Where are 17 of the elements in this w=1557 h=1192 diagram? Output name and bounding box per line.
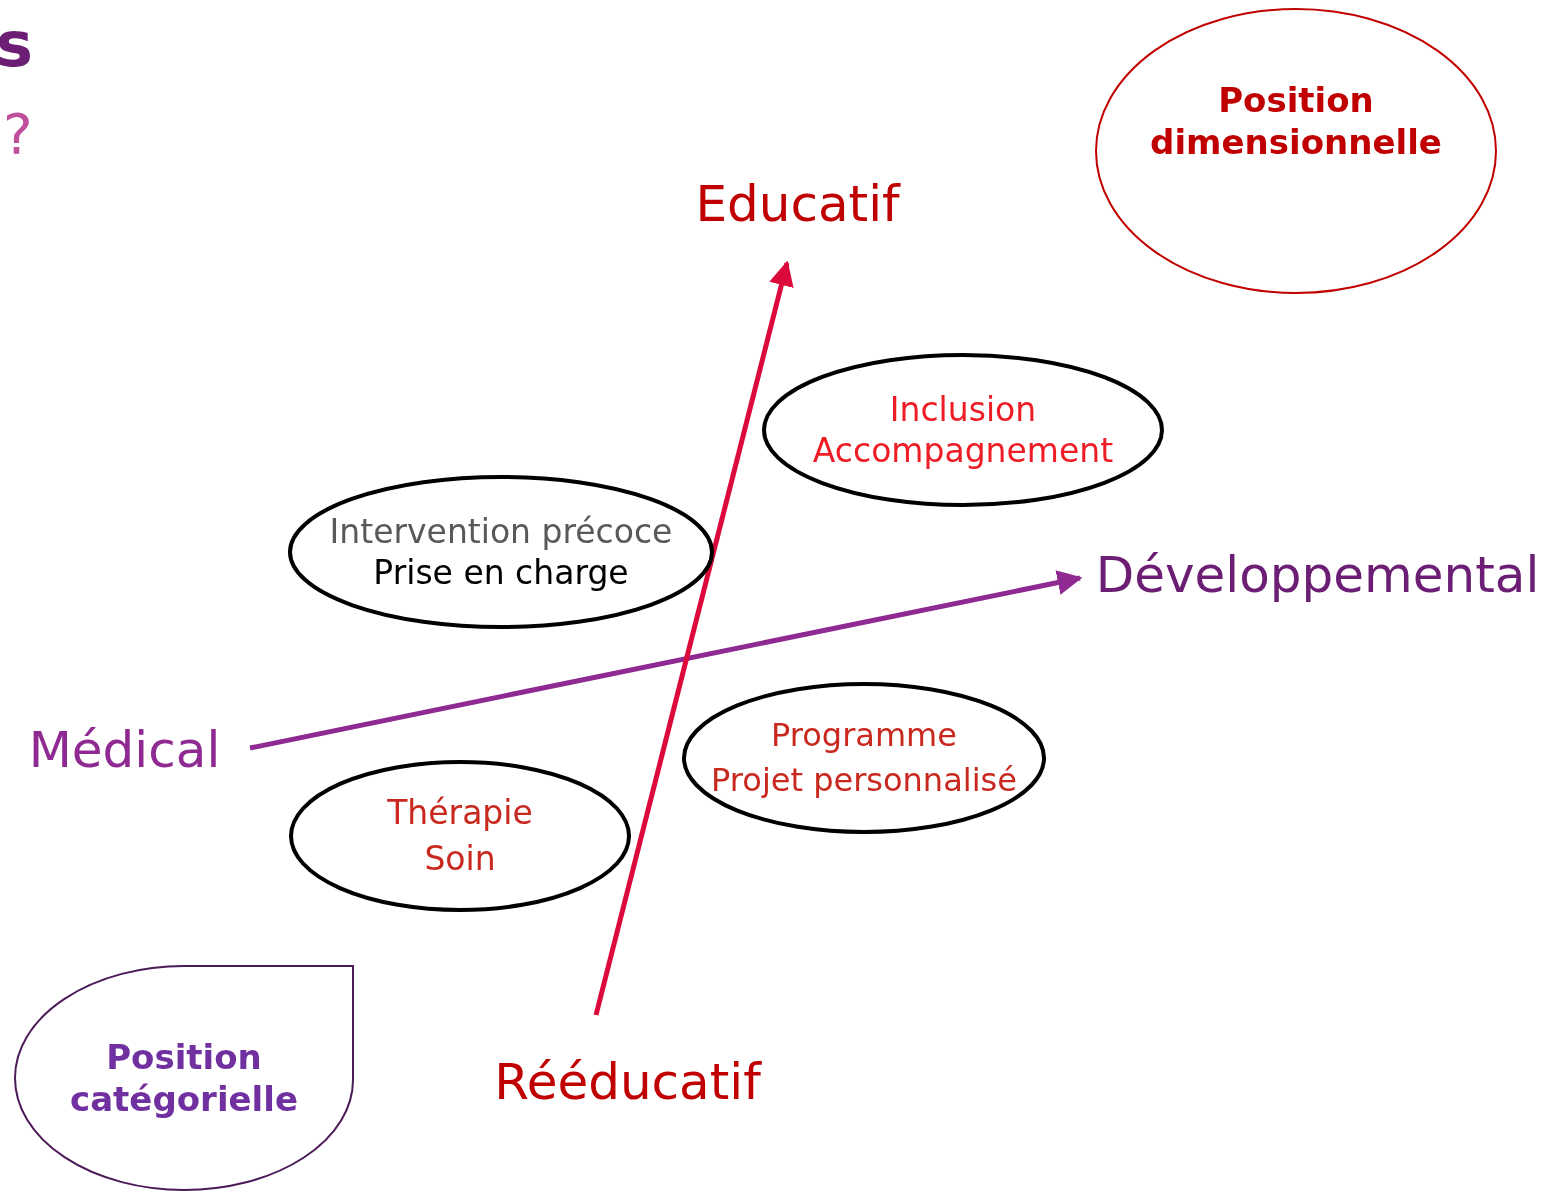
ellipse-text: Intervention précoce xyxy=(329,510,673,552)
axis-label: Educatif xyxy=(695,173,900,235)
axis-label: Rééducatif xyxy=(494,1051,761,1113)
ellipse-text: Programme xyxy=(771,715,957,757)
ellipse-text: Position catégorielle xyxy=(69,1035,299,1121)
axis-label: Médical xyxy=(28,719,221,781)
ellipse-text: Thérapie xyxy=(387,791,533,834)
axis-label: Développemental xyxy=(1095,544,1540,606)
ellipse-text: Position dimensionnelle xyxy=(1149,78,1443,164)
heading-fragment: ? xyxy=(3,106,33,162)
ellipse-text: Accompagnement xyxy=(812,430,1114,472)
axis-arrow xyxy=(593,260,794,1016)
ellipse-text: Prise en charge xyxy=(373,552,629,594)
ellipse-text: Projet personnalisé xyxy=(711,760,1017,801)
ellipse-text: Soin xyxy=(424,838,496,880)
ellipse-text: Inclusion xyxy=(889,388,1037,430)
axis-arrow xyxy=(249,570,1083,751)
